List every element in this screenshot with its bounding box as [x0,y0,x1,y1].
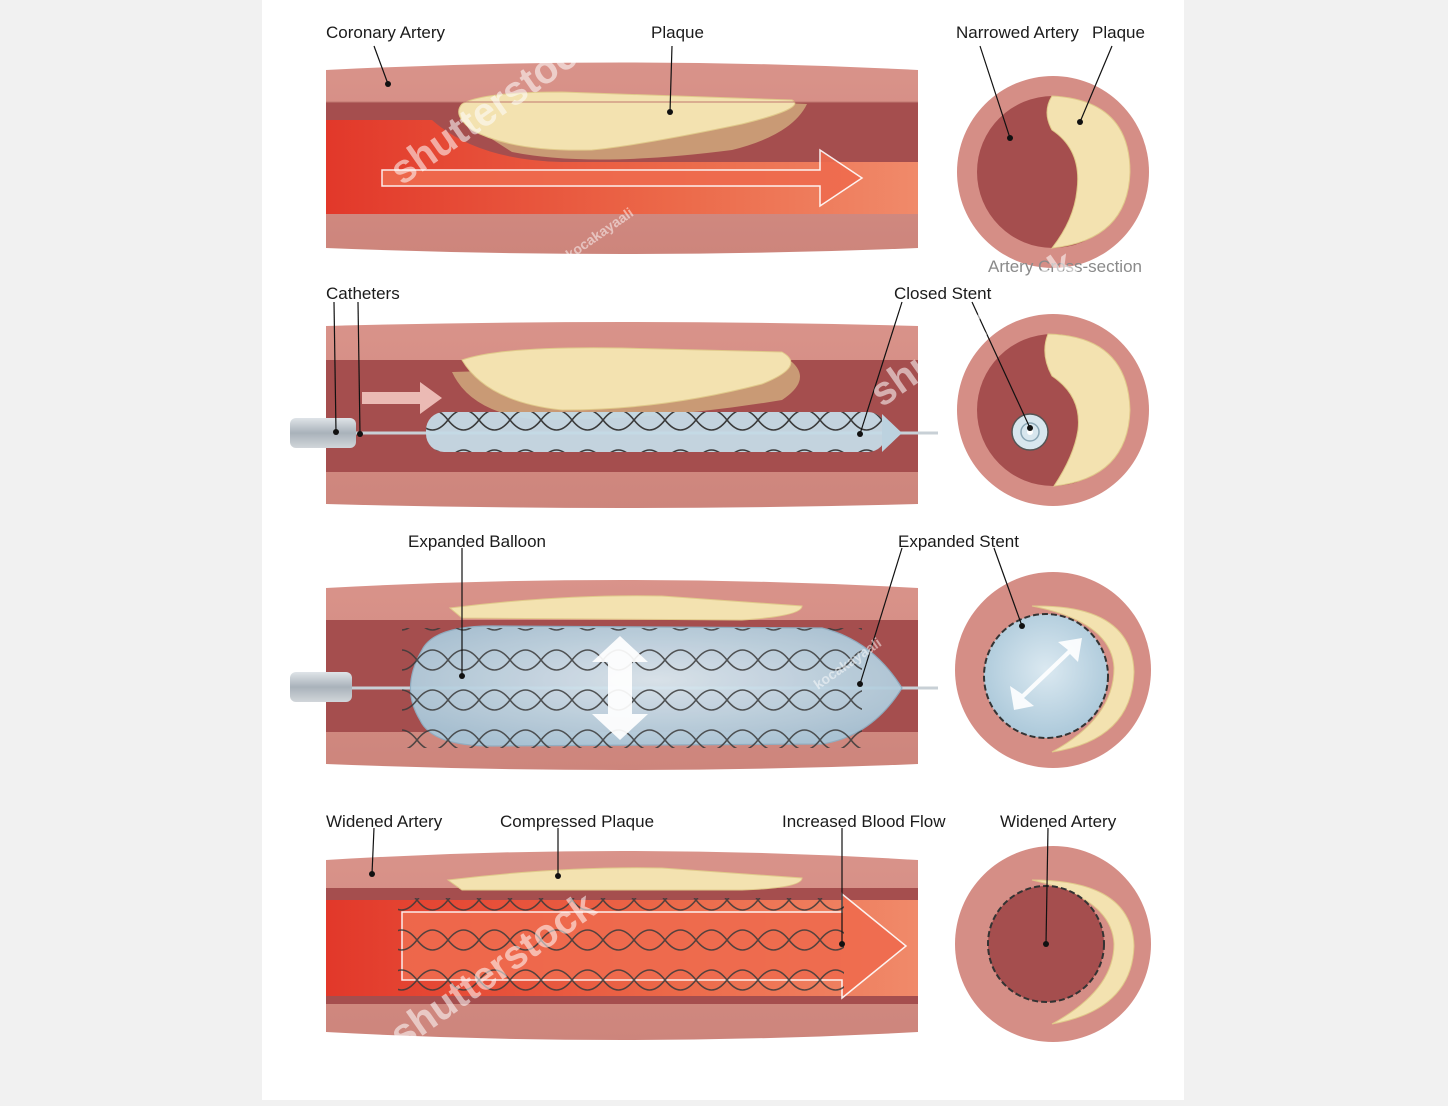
cross-section-plaque [1044,333,1131,487]
cross-section-catheter [957,314,1149,506]
label-expanded-stent: Expanded Stent [898,532,1019,551]
cross-section-expansion-arrow [1010,638,1082,710]
label-closed-stent: Closed Stent [894,284,992,303]
stent-tip [882,414,902,452]
expansion-arrow [592,636,648,740]
cross-section-balloon [955,572,1151,768]
label-compressed-plaque: Compressed Plaque [500,812,654,831]
label-expanded-balloon: Expanded Balloon [408,532,546,551]
cross-section-plaque [1046,95,1131,249]
panel-balloon-expansion: Expanded Balloon Expanded Stent [290,532,1151,770]
label-widened-artery-cross-section: Widened Artery [1000,812,1117,831]
insertion-arrow [362,382,442,414]
cross-section-widened [955,846,1151,1042]
plaque-deposit [461,347,792,411]
closed-stent-mesh [426,412,886,452]
label-widened-artery: Widened Artery [326,812,443,831]
catheter-tube [290,418,356,448]
compressed-plaque [446,867,803,891]
cross-section-blocked [957,76,1149,268]
label-narrowed-artery: Narrowed Artery [956,23,1079,42]
label-catheters: Catheters [326,284,400,303]
label-increased-blood-flow: Increased Blood Flow [782,812,946,831]
label-plaque: Plaque [651,23,704,42]
catheter-tube [290,672,352,702]
caption-artery-cross-section: Artery Cross-section [988,257,1142,276]
label-plaque-cross-section: Plaque [1092,23,1145,42]
panel-catheter-insertion: Catheters Closed Stent [290,284,1149,508]
plaque-deposit [458,91,796,151]
stent-procedure-diagram: Coronary Artery Plaque Narrowed Artery P… [290,19,1151,1057]
panel-widened-artery: Widened Artery Compressed Plaque Increas… [326,812,1151,1042]
diagram-canvas: Coronary Artery Plaque Narrowed Artery P… [262,0,1184,1100]
compressed-plaque [448,595,803,621]
cross-section-compressed-plaque [1031,605,1135,753]
deployed-stent-mesh [398,898,844,994]
label-coronary-artery: Coronary Artery [326,23,446,42]
cross-section-compressed-plaque [1031,879,1135,1025]
blood-flow-arrow [381,148,864,208]
panel-blocked-artery: Coronary Artery Plaque Narrowed Artery P… [326,23,1149,276]
blood-flow [326,120,918,214]
